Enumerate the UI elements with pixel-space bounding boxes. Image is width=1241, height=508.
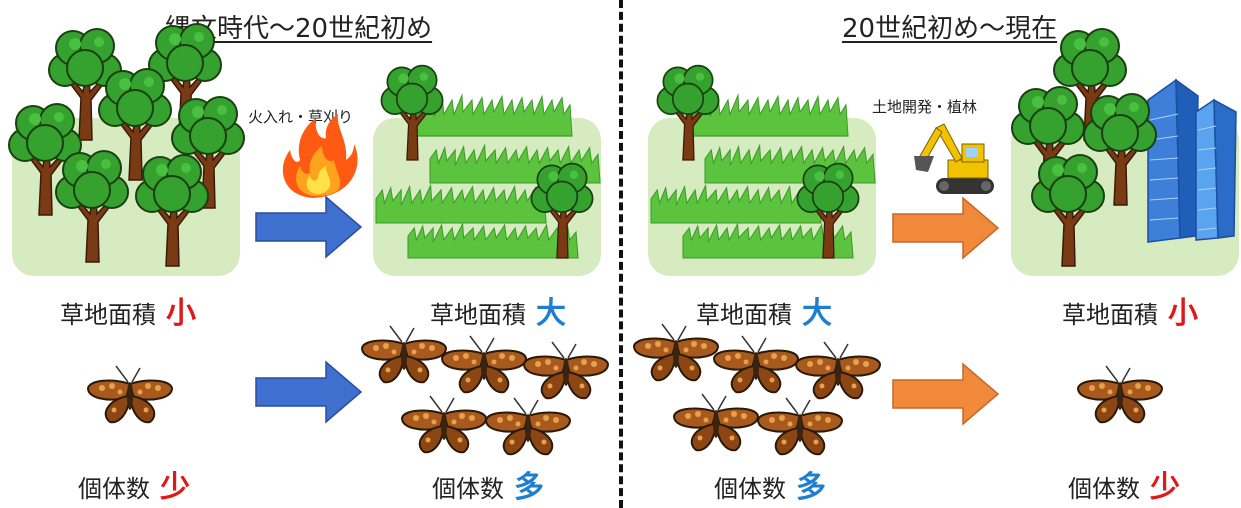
count-mark-many: 多 — [796, 470, 826, 505]
area-label-left-after: 草地面積大 — [430, 288, 566, 332]
tree-icon — [1011, 28, 1157, 267]
area-label-text: 草地面積 — [430, 301, 526, 329]
count-mark-many: 多 — [514, 470, 544, 505]
fire-icon — [282, 114, 358, 198]
count-label-text: 個体数 — [714, 475, 786, 503]
area-label-right-after: 草地面積小 — [1062, 288, 1198, 332]
area-mark-small: 小 — [1168, 296, 1198, 331]
right-action-label: 土地開発・植林 — [872, 98, 978, 116]
count-label-text: 個体数 — [432, 475, 504, 503]
area-label-text: 草地面積 — [1062, 301, 1158, 329]
count-label-text: 個体数 — [78, 475, 150, 503]
area-mark-small: 小 — [166, 296, 196, 331]
area-label-text: 草地面積 — [696, 301, 792, 329]
count-mark-few: 少 — [1150, 470, 1180, 505]
count-label-text: 個体数 — [1068, 475, 1140, 503]
area-label-left-before: 草地面積小 — [60, 288, 196, 332]
count-mark-few: 少 — [160, 470, 190, 505]
count-label-left-after: 個体数多 — [432, 462, 544, 506]
area-mark-large: 大 — [536, 296, 566, 331]
left-action-label: 火入れ・草刈り — [248, 108, 354, 126]
count-label-right-before: 個体数多 — [714, 462, 826, 506]
arrow-right-icon — [255, 196, 999, 425]
right-panel-title: 20世紀初め～現在 — [842, 14, 1058, 44]
butterfly-icon — [87, 323, 1163, 456]
building-icon — [1147, 78, 1237, 243]
area-label-text: 草地面積 — [60, 301, 156, 329]
area-mark-large: 大 — [802, 296, 832, 331]
panel-divider — [619, 0, 623, 508]
count-label-left-before: 個体数少 — [78, 462, 190, 506]
count-label-right-after: 個体数少 — [1068, 462, 1180, 506]
tree-icon — [8, 23, 245, 267]
area-label-right-before: 草地面積大 — [696, 288, 832, 332]
excavator-icon — [914, 123, 994, 194]
